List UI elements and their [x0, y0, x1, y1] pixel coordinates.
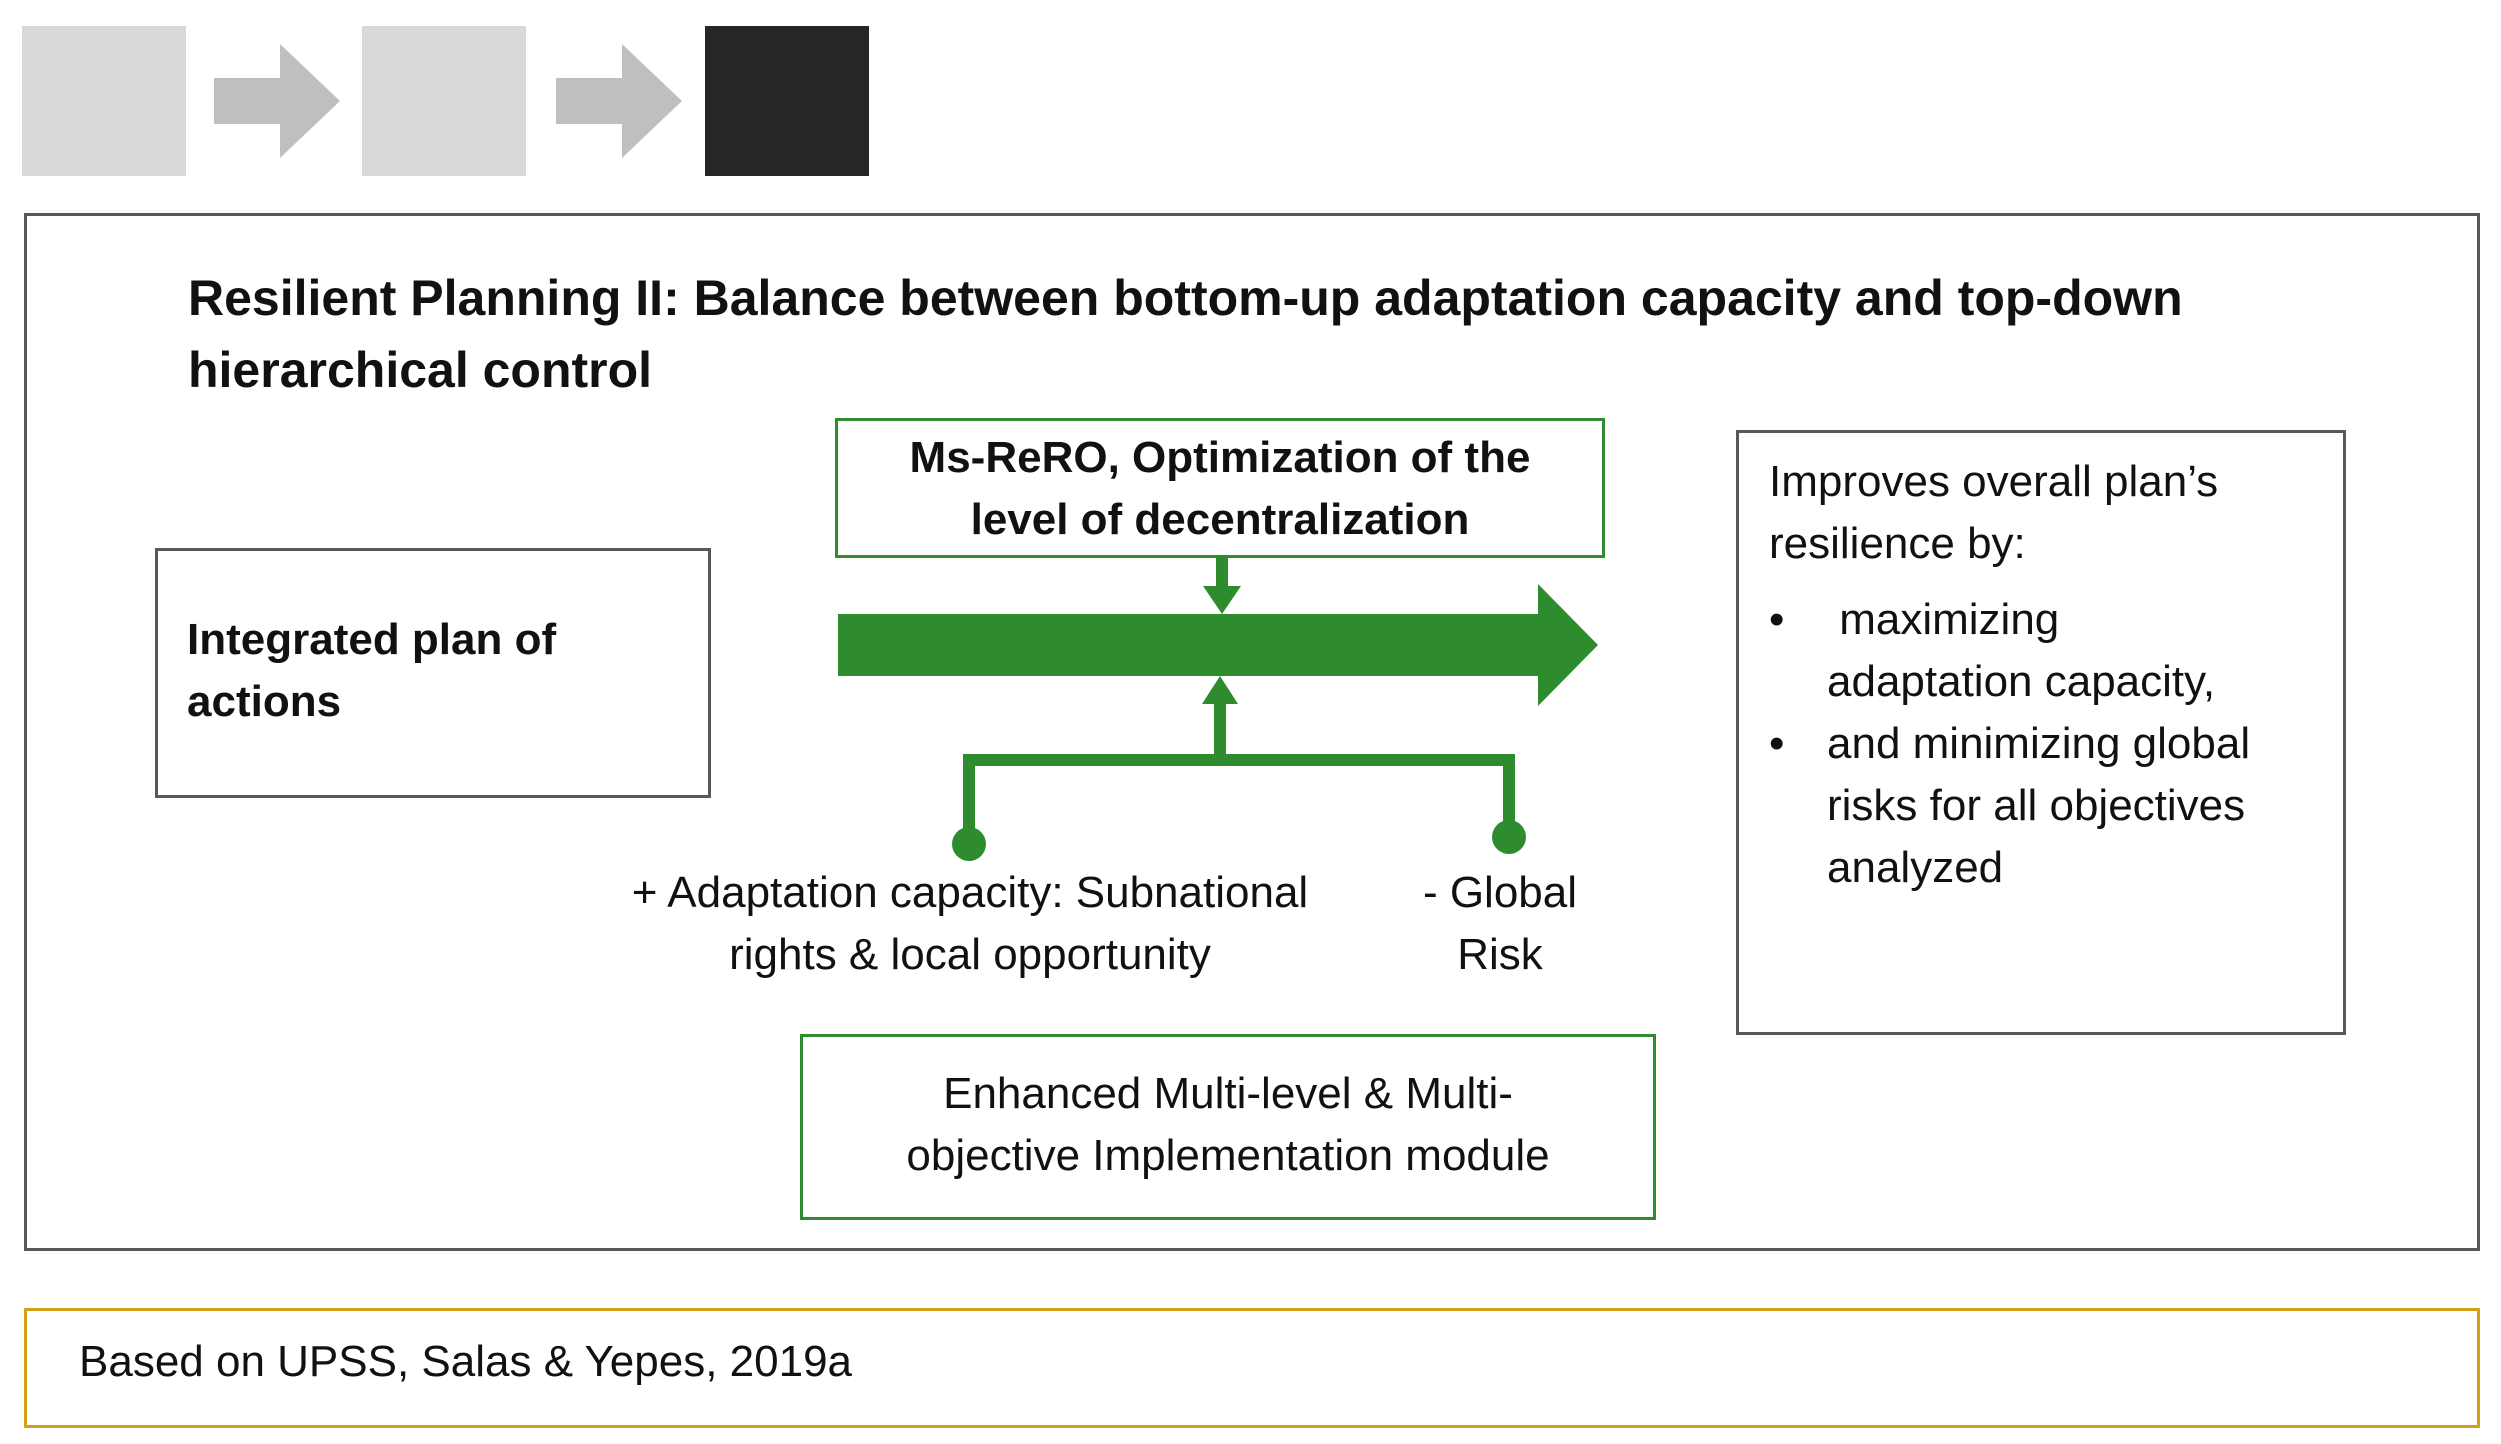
msrero-arrowhead	[1203, 586, 1241, 614]
main-flow-arrow	[838, 584, 1598, 706]
bullet-2-line-2: risks for all objectives	[1827, 781, 2246, 830]
risk-label-line-1: - Global	[1422, 868, 1578, 917]
outcome-box: Improves overall plan’s resilience by: •…	[1736, 430, 2346, 1035]
integrated-plan-box: Integrated plan of actions	[155, 548, 711, 798]
diagram-panel	[24, 213, 2480, 1251]
adaptation-node	[952, 827, 986, 861]
input-fork	[963, 754, 1515, 832]
integrated-plan-label: Integrated plan of actions	[187, 615, 557, 726]
bullet-marker: •	[1769, 595, 1785, 644]
step-arrow-icon	[556, 44, 682, 158]
progress-step-2	[362, 26, 526, 176]
msrero-box: Ms-ReRO, Optimization of the level of de…	[835, 418, 1605, 558]
bullet-1-line-2: adaptation capacity,	[1827, 657, 2216, 706]
input-arrowhead	[1202, 676, 1238, 704]
progress-step-3-current	[705, 26, 869, 176]
module-line-2: objective Implementation module	[906, 1131, 1550, 1180]
progress-step-1	[22, 26, 186, 176]
source-box: Based on UPSS, Salas & Yepes, 2019a	[24, 1308, 2480, 1428]
step-arrow-icon	[214, 44, 340, 158]
msrero-line-1: Ms-ReRO, Optimization of the	[909, 433, 1531, 482]
module-line-1: Enhanced Multi-level & Multi-	[943, 1069, 1513, 1118]
implementation-module-box: Enhanced Multi-level & Multi- objective …	[800, 1034, 1656, 1220]
outcome-bullet-2: • and minimizing global risks for all ob…	[1769, 713, 2250, 899]
risk-label-line-2: Risk	[1457, 930, 1543, 979]
adaptation-label-line-1: + Adaptation capacity: Subnational	[631, 868, 1309, 917]
outcome-bullet-1: • maximizing adaptation capacity,	[1769, 589, 2215, 713]
risk-node	[1492, 820, 1526, 854]
bullet-1-line-1: maximizing	[1827, 595, 2060, 644]
msrero-line-2: level of decentralization	[970, 495, 1470, 544]
bullet-2-line-1: and minimizing global	[1827, 719, 2251, 768]
adaptation-label-line-2: rights & local opportunity	[729, 930, 1211, 979]
bullet-marker: •	[1769, 719, 1785, 768]
source-citation: Based on UPSS, Salas & Yepes, 2019a	[79, 1337, 853, 1386]
outcome-intro-line-2: resilience by:	[1769, 519, 2026, 568]
outcome-intro-line-1: Improves overall plan’s	[1769, 457, 2219, 506]
bullet-2-line-3: analyzed	[1827, 843, 2004, 892]
diagram-title: Resilient Planning II: Balance between b…	[188, 270, 2183, 398]
